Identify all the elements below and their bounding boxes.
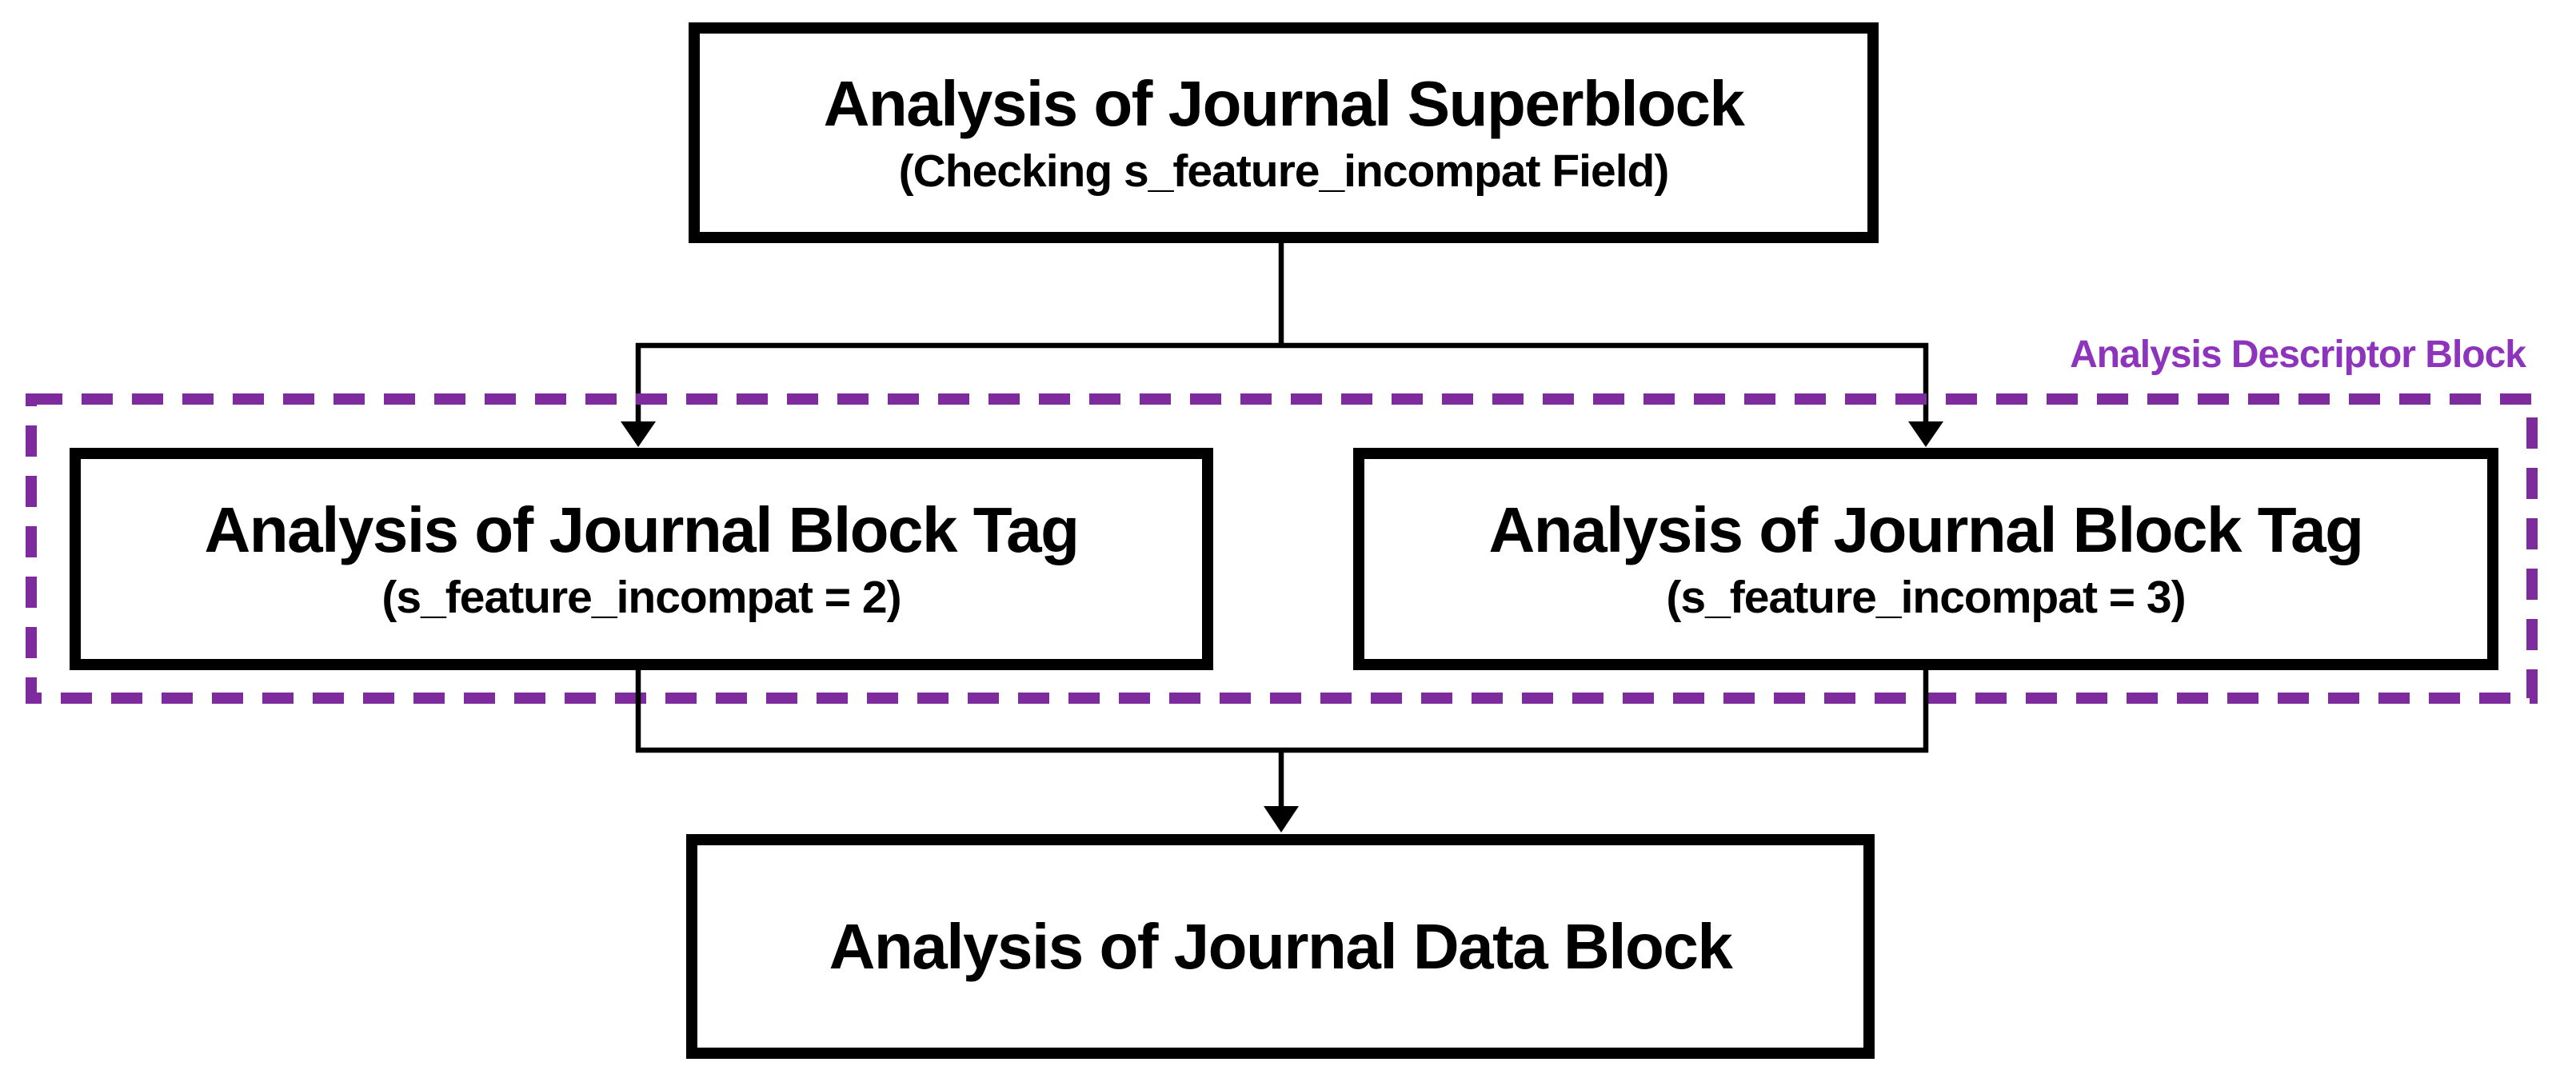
superblock-subtitle: (Checking s_feature_incompat Field): [898, 145, 1670, 197]
superblock-title: Analysis of Journal Superblock: [823, 67, 1745, 139]
arrowhead-bottom: [1264, 806, 1299, 832]
arrowhead-left: [621, 421, 656, 447]
data-block-title: Analysis of Journal Data Block: [829, 910, 1733, 982]
block-tag-3-node: Analysis of Journal Block Tag (s_feature…: [1353, 448, 2498, 670]
block-tag-2-subtitle: (s_feature_incompat = 2): [381, 571, 901, 623]
descriptor-block-label: Analysis Descriptor Block: [2070, 333, 2526, 376]
block-tag-2-title: Analysis of Journal Block Tag: [204, 493, 1080, 565]
block-tag-3-title: Analysis of Journal Block Tag: [1488, 493, 2364, 565]
arrowhead-right: [1908, 421, 1943, 447]
block-tag-3-subtitle: (s_feature_incompat = 3): [1666, 571, 2186, 623]
superblock-node: Analysis of Journal Superblock (Checking…: [689, 22, 1879, 243]
descriptor-dashed-border: [26, 393, 2538, 704]
data-block-node: Analysis of Journal Data Block: [686, 834, 1875, 1059]
block-tag-2-node: Analysis of Journal Block Tag (s_feature…: [70, 448, 1213, 670]
